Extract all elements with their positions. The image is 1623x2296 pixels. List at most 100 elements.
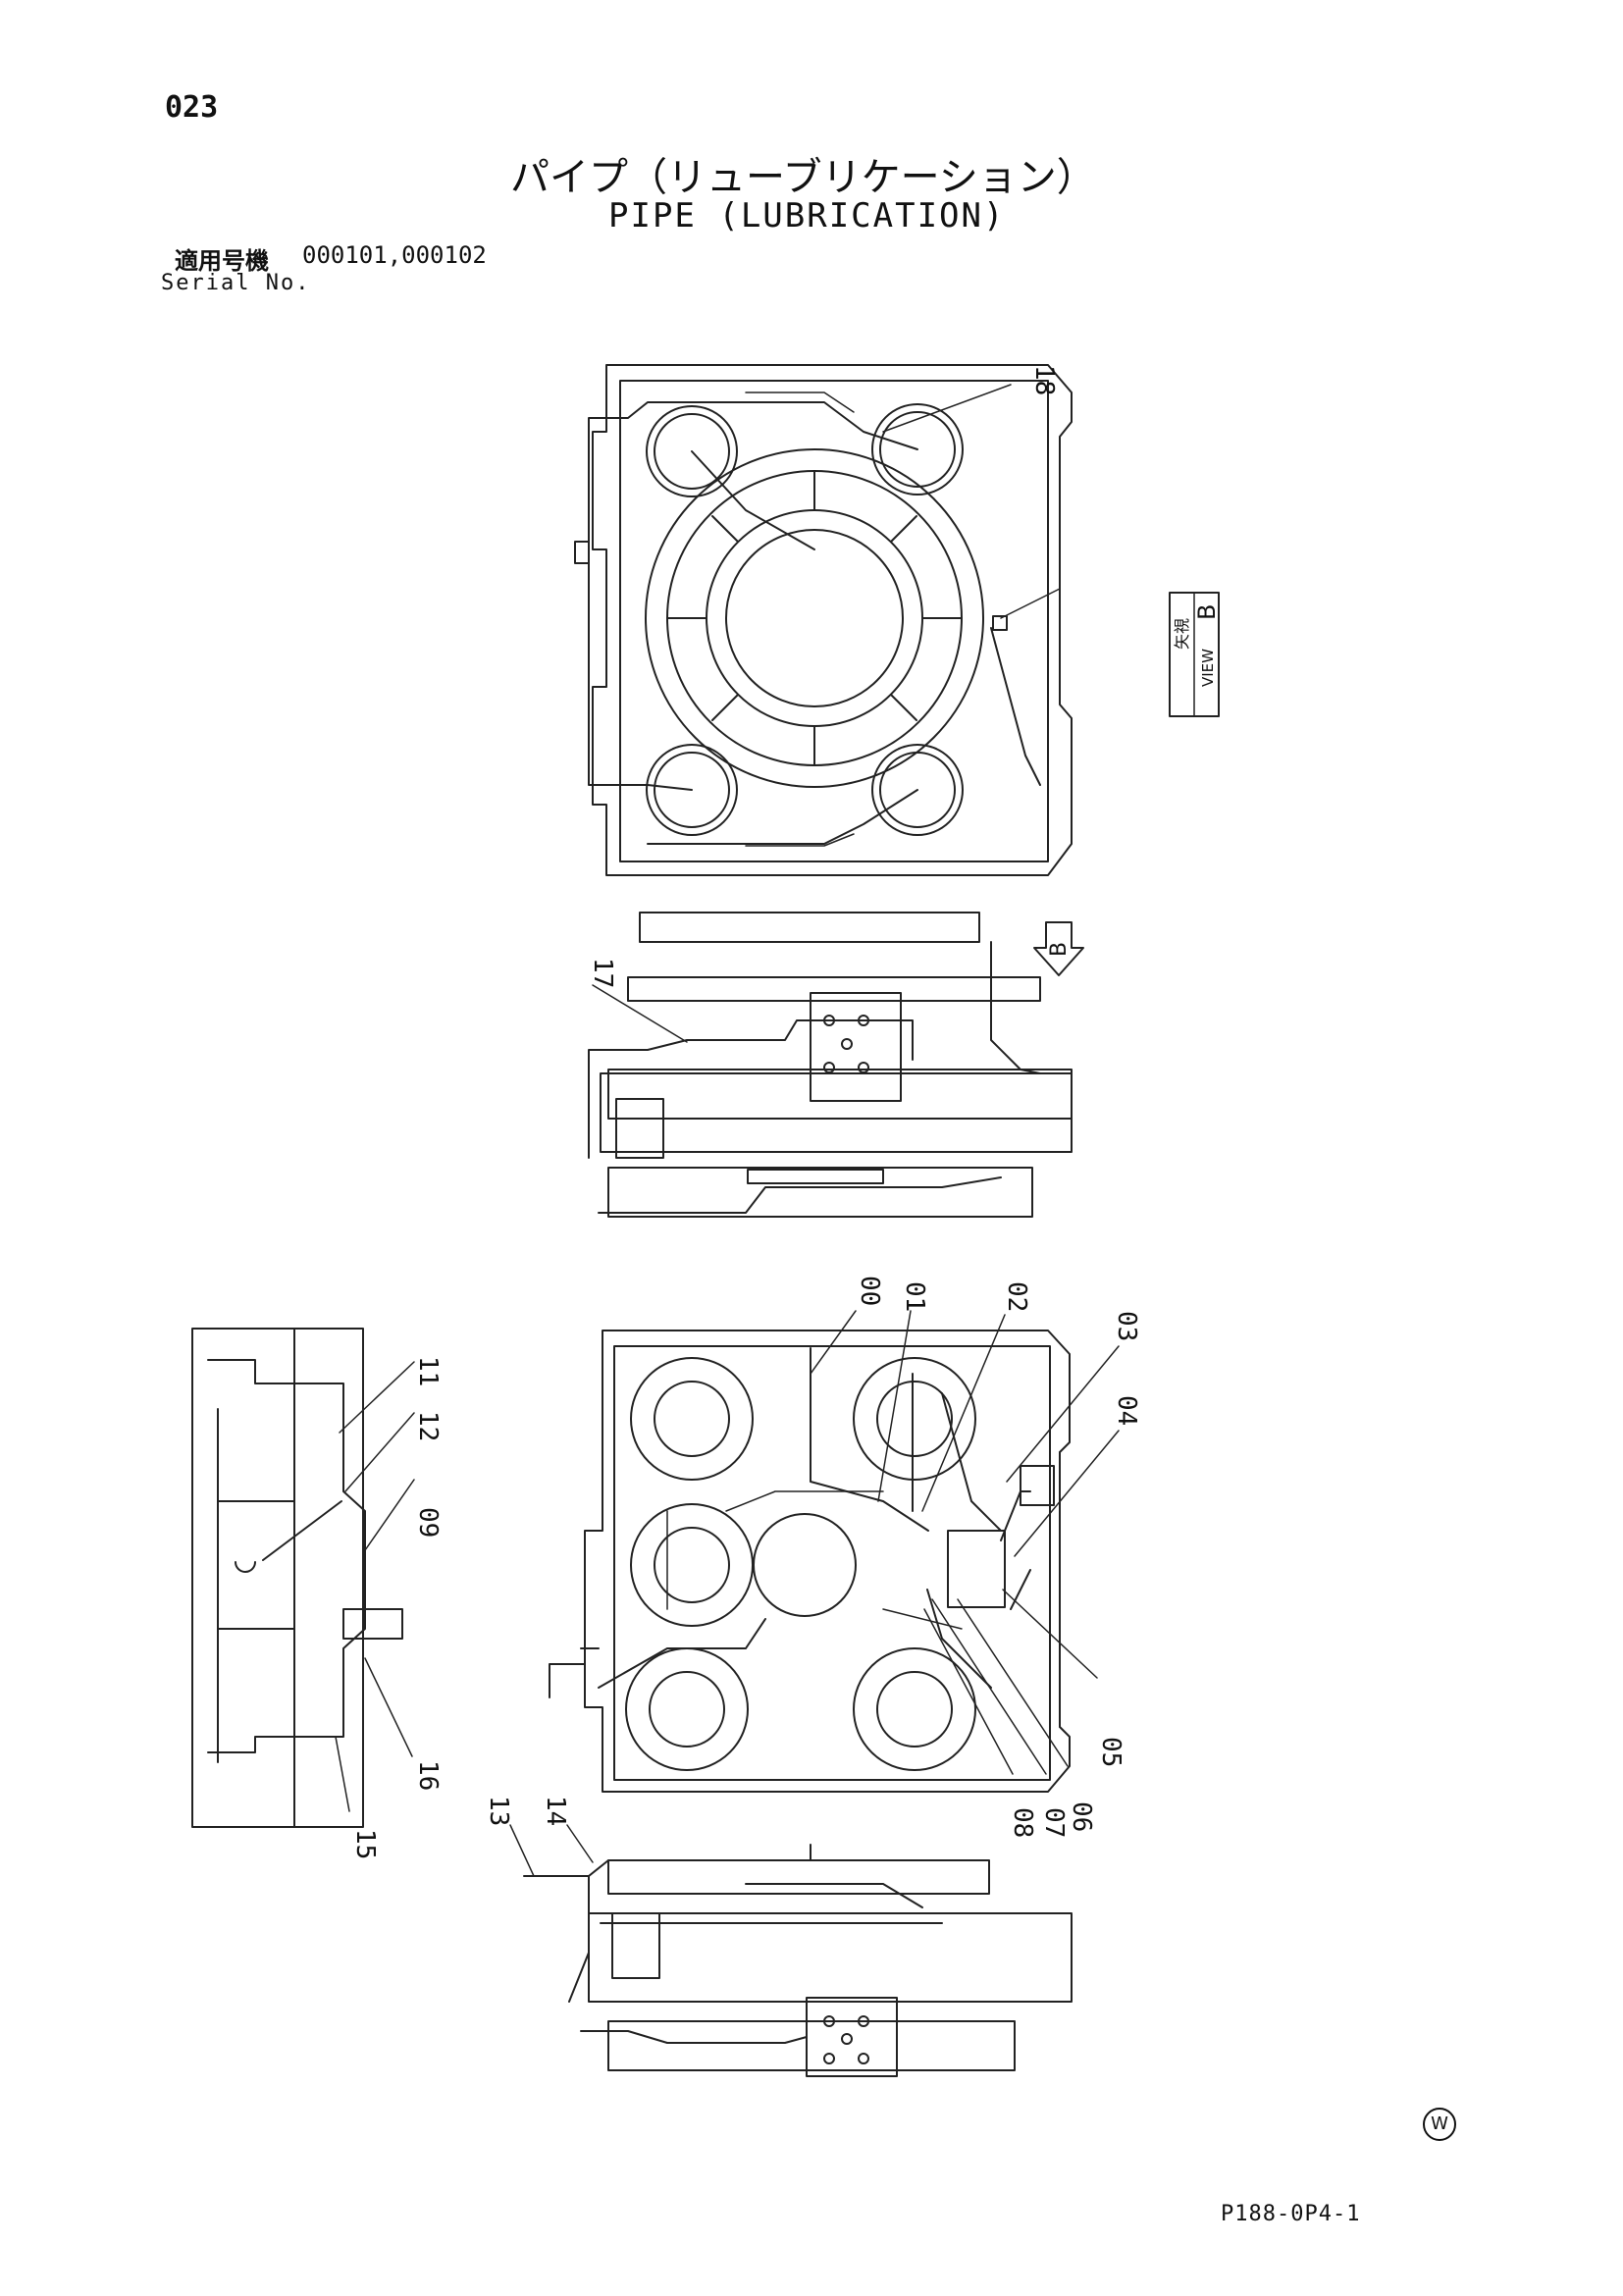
top-view-center-bore <box>725 529 904 707</box>
top-view-spokes <box>666 470 963 766</box>
callout-16: 16 <box>413 1760 443 1791</box>
gear-housing <box>630 1357 754 1481</box>
view-b-label: 矢視 VIEW B <box>1169 592 1221 717</box>
bolt-hole <box>841 2033 853 2045</box>
side-view-upper-housing <box>607 912 1073 1218</box>
callout-02: 02 <box>1002 1281 1031 1312</box>
side-view-upper-bracket <box>810 992 902 1102</box>
bottom-side-view <box>523 1844 1073 2077</box>
leader-13 <box>509 1824 535 1877</box>
bolt-hole <box>858 2053 869 2064</box>
callout-13: 13 <box>484 1796 513 1826</box>
bolt-hole <box>858 1062 869 1073</box>
leader-08 <box>923 1608 1014 1775</box>
callout-18: 18 <box>1029 365 1059 395</box>
leader-16 <box>364 1657 413 1757</box>
title-english: PIPE (LUBRICATION) <box>608 196 1006 235</box>
leader-09 <box>364 1479 415 1551</box>
top-view-corner-circle <box>654 413 730 490</box>
side-view-upper-body <box>600 1072 1073 1153</box>
top-view-lube-pipe <box>588 401 1041 845</box>
top-view-corner-circle <box>646 744 738 836</box>
bottom-view-housing <box>588 1859 1073 2071</box>
top-view <box>574 364 1073 876</box>
callout-06: 06 <box>1067 1801 1096 1832</box>
callout-numbers: 18 17 00 01 02 03 04 05 06 07 08 09 11 1… <box>350 365 1141 1859</box>
top-view-corner-circle <box>871 744 964 836</box>
view-label-letter: B <box>1193 604 1221 620</box>
callout-15: 15 <box>350 1829 380 1859</box>
callout-05: 05 <box>1096 1737 1126 1767</box>
bolt-hole <box>858 2015 869 2027</box>
callout-04: 04 <box>1112 1395 1141 1426</box>
leader-04 <box>1014 1430 1120 1557</box>
main-view-lube-pipe <box>549 1347 1061 1728</box>
leader-11 <box>339 1361 415 1434</box>
gear-bore <box>649 1671 725 1748</box>
side-view-upper: B <box>588 912 1084 1218</box>
left-view-inner-detail <box>217 1500 295 1630</box>
main-plan-view <box>549 1330 1071 1793</box>
leader-00 <box>810 1310 857 1375</box>
top-view-housing <box>592 364 1073 876</box>
top-view-lube-pipe <box>745 391 1061 847</box>
top-view-fitting <box>574 541 590 564</box>
left-view-lube-pipe <box>207 1359 366 1753</box>
leader-01 <box>877 1310 912 1502</box>
callout-03: 03 <box>1112 1311 1141 1341</box>
callout-11: 11 <box>413 1356 443 1386</box>
gear-bore <box>876 1381 953 1457</box>
drawing-code: P188-0P4-1 <box>1221 2202 1361 2226</box>
callout-12: 12 <box>413 1411 443 1441</box>
arrow-label: B <box>1047 942 1072 957</box>
top-view-inner-frame <box>619 380 1049 862</box>
main-view-valve-block <box>947 1530 1006 1608</box>
bolt-hole <box>823 2053 835 2064</box>
side-view-upper-block <box>615 1098 664 1159</box>
bottom-view-lube-pipe <box>523 1844 943 2044</box>
callout-08: 08 <box>1008 1807 1037 1838</box>
callout-17: 17 <box>588 958 617 988</box>
callout-leaders <box>335 384 1120 1877</box>
leader-17 <box>592 984 688 1043</box>
leader-14 <box>566 1824 594 1863</box>
page-number: 023 <box>165 90 219 125</box>
gear-housing <box>853 1647 976 1771</box>
view-label-jp: 矢視 <box>1173 618 1191 650</box>
title-japanese: パイプ（リューブリケーション） <box>510 155 1096 200</box>
bolt-hole <box>823 1062 835 1073</box>
callout-00: 00 <box>855 1276 884 1306</box>
serial-label-japanese: 適用号機 <box>175 247 269 275</box>
leader-15 <box>335 1736 350 1812</box>
top-view-ring-inner <box>706 509 923 727</box>
top-view-corner-circle <box>879 411 956 488</box>
side-view-upper-fitting <box>747 1169 884 1184</box>
serial-values: 000101,000102 <box>302 241 487 269</box>
side-view-upper-pipe <box>588 941 1041 1214</box>
top-view-ring-mid <box>666 470 963 766</box>
left-side-view <box>191 1328 403 1828</box>
gear-housing <box>753 1513 857 1617</box>
callout-14: 14 <box>541 1796 570 1826</box>
top-view-ring-outer <box>645 448 984 788</box>
leader-12 <box>344 1412 415 1492</box>
callout-07: 07 <box>1039 1807 1069 1838</box>
bolt-hole <box>823 2015 835 2027</box>
main-view-housing <box>584 1330 1071 1793</box>
view-label-en: VIEW <box>1199 649 1217 687</box>
serial-label-english: Serial No. <box>161 271 311 295</box>
gear-housing <box>853 1357 976 1481</box>
gear-bore <box>654 1381 730 1457</box>
bolt-hole <box>841 1038 853 1050</box>
leader-18 <box>882 384 1012 433</box>
gear-housing <box>625 1647 749 1771</box>
top-view-fitting <box>992 615 1008 631</box>
main-view-inner-frame <box>613 1345 1051 1781</box>
view-arrow <box>1033 921 1084 976</box>
main-view-lube-pipe <box>666 1490 963 1630</box>
leader-03 <box>1006 1345 1120 1483</box>
leader-05 <box>1002 1589 1098 1679</box>
leader-02 <box>921 1314 1006 1512</box>
bottom-view-block <box>611 1912 660 1979</box>
